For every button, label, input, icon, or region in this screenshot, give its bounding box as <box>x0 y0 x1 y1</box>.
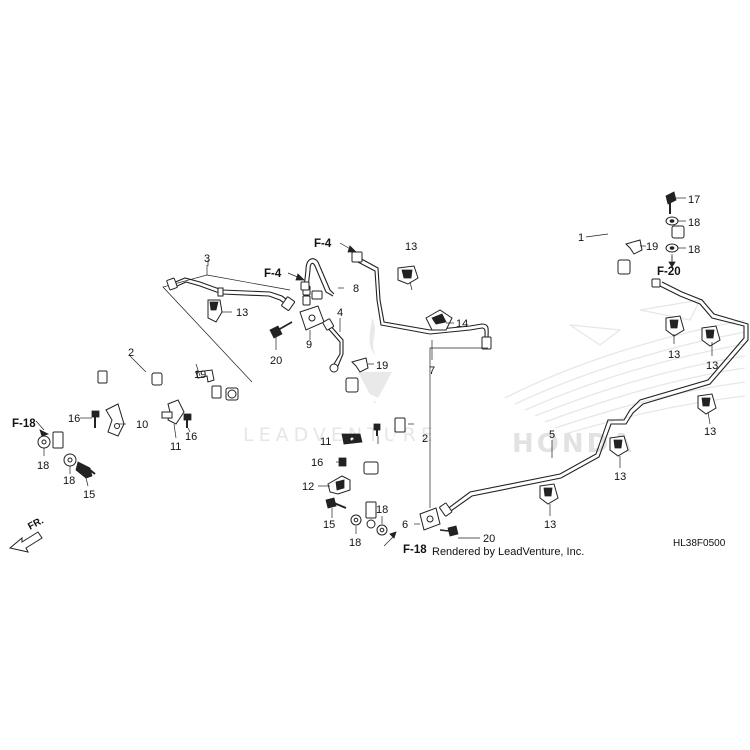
brake-hose-1 <box>603 212 685 275</box>
bolt-16-left-b <box>183 413 192 428</box>
washers-18-right <box>665 216 679 253</box>
ref-label: F-4 <box>314 238 332 250</box>
callout: 2 <box>128 347 134 359</box>
group-outline <box>162 265 291 383</box>
bracket-10 <box>105 403 125 437</box>
callout: 18 <box>688 217 700 229</box>
washers-18-left <box>37 435 77 467</box>
bolt-16-center-a <box>373 423 381 436</box>
clamp-13-left <box>207 299 223 323</box>
bolt-17 <box>665 191 677 214</box>
brake-pipe-7 <box>351 251 492 350</box>
bolt-15-center <box>325 497 347 509</box>
callout: 19 <box>646 241 658 253</box>
bolt-16-left-a <box>91 410 100 428</box>
callout: 14 <box>456 318 468 330</box>
callout: 20 <box>270 355 282 367</box>
ref-arrows <box>35 242 676 547</box>
honda-wing-logo <box>504 299 746 435</box>
washers-18-center <box>350 514 388 536</box>
callout: 16 <box>185 431 197 443</box>
callout: 15 <box>323 519 335 531</box>
callout: 13 <box>236 307 248 319</box>
brake-pipe-8 <box>300 258 335 300</box>
clip-19-right <box>625 239 643 255</box>
callout: 11 <box>170 441 181 453</box>
front-direction-arrow: FR. <box>8 515 46 553</box>
clip-19-left <box>195 369 215 383</box>
callout: 16 <box>68 413 80 425</box>
ref-label: F-18 <box>403 544 427 556</box>
front-direction-label: FR. <box>26 515 46 532</box>
ref-label: F-20 <box>657 266 681 278</box>
callout: 18 <box>688 244 700 256</box>
joint-11-center <box>341 433 363 445</box>
callout: 15 <box>83 489 95 501</box>
callout: 1 <box>578 232 584 244</box>
callout: 5 <box>549 429 555 441</box>
bolt-20-left <box>269 321 293 339</box>
callout: 13 <box>668 349 680 361</box>
callout: 18 <box>349 537 361 549</box>
callout: 12 <box>302 481 314 493</box>
callout: 8 <box>353 283 359 295</box>
callout: 18 <box>63 475 75 487</box>
callout: 6 <box>402 519 408 531</box>
clamp-13-right-b <box>701 325 721 347</box>
clamp-13-right-a <box>665 315 685 337</box>
callout: 13 <box>405 241 417 253</box>
brake-pipe-4 <box>322 318 344 373</box>
callout: 11 <box>320 436 331 448</box>
joint-11-left <box>161 399 185 425</box>
callout: 4 <box>337 307 343 319</box>
callout-numbers: 1 2 2 3 4 5 6 7 8 9 10 11 11 12 13 13 13… <box>37 194 718 549</box>
callout: 16 <box>311 457 323 469</box>
clamp-14 <box>425 309 453 331</box>
callout: 17 <box>688 194 700 206</box>
bolt-15-left <box>75 461 96 479</box>
brake-pipe-5 <box>439 278 749 517</box>
watermark: HONDA LEADVENTURE <box>243 299 746 459</box>
callout: 19 <box>194 369 206 381</box>
callout: 13 <box>706 360 718 372</box>
callout: 13 <box>614 471 626 483</box>
clamp-13-right-e <box>539 483 559 505</box>
clamp-13-right-d <box>609 435 629 457</box>
callout: 20 <box>483 533 495 545</box>
callout: 9 <box>306 339 312 351</box>
clamp-13-right-c <box>697 393 717 415</box>
callout: 13 <box>544 519 556 531</box>
leadventure-watermark-text: LEADVENTURE <box>243 424 438 446</box>
brake-pipe-3 <box>166 277 296 311</box>
brake-hose-2-center <box>345 377 406 529</box>
clamp-13-center <box>397 265 419 285</box>
callout: 19 <box>376 360 388 372</box>
callout: 2 <box>422 433 428 445</box>
callout: 13 <box>704 426 716 438</box>
diagram-code: HL38F0500 <box>673 538 726 549</box>
leadventure-logo <box>358 318 392 404</box>
reference-labels: F-4 F-4 F-20 F-18 F-18 <box>12 238 681 556</box>
bracket-12 <box>327 475 351 495</box>
callout: 18 <box>376 504 388 516</box>
joint-6 <box>419 507 441 531</box>
brake-hose-2-left <box>52 369 239 449</box>
leader-lines <box>43 197 713 539</box>
callout: 3 <box>204 253 210 265</box>
callout: 18 <box>37 460 49 472</box>
credit-text: Rendered by LeadVenture, Inc. <box>432 546 584 558</box>
ref-label: F-4 <box>264 268 282 280</box>
bolt-20-right <box>439 525 459 537</box>
clip-19-center <box>351 357 369 373</box>
callout: 7 <box>429 365 435 377</box>
callout: 10 <box>136 419 148 431</box>
ref-label: F-18 <box>12 418 36 430</box>
